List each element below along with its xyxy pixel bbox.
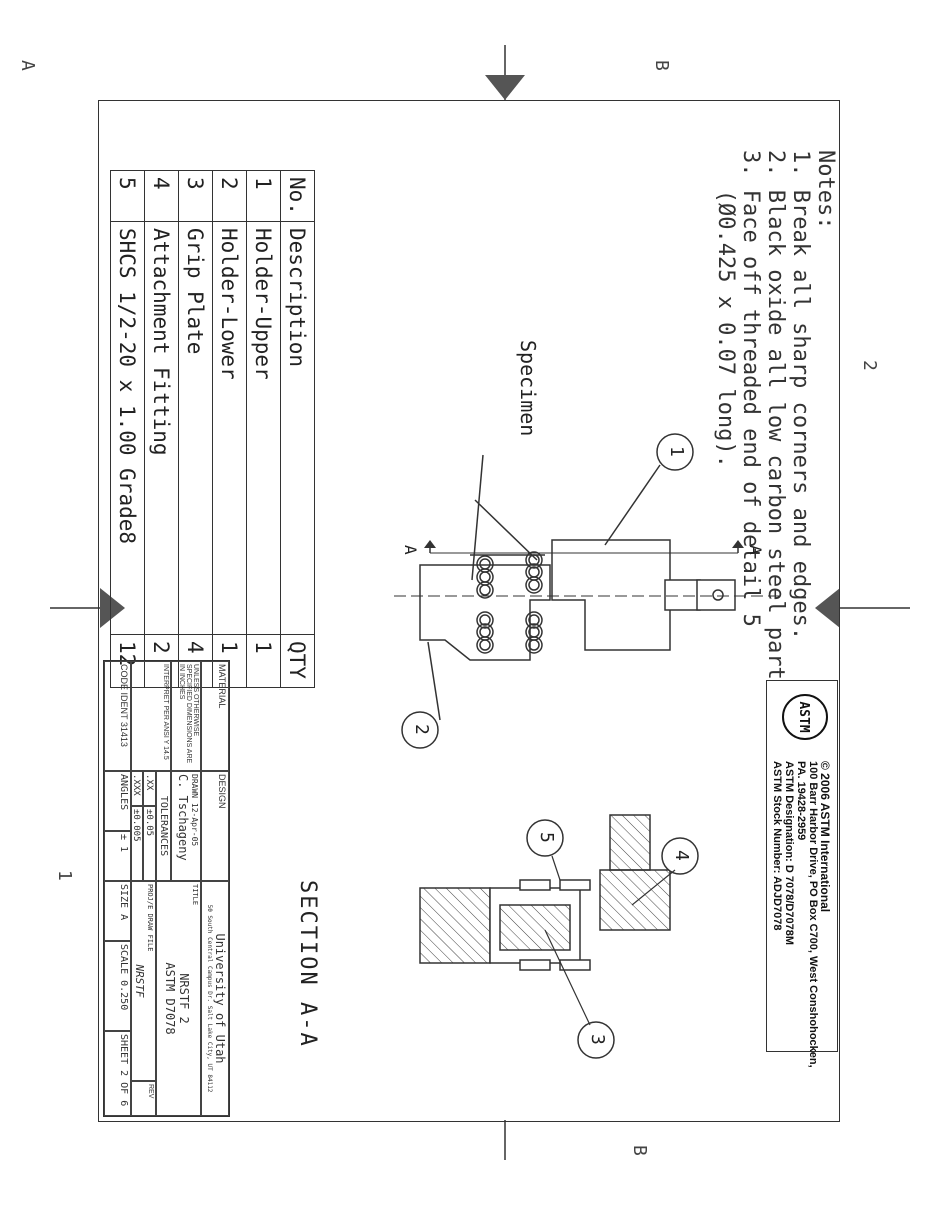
copyright-line-2: 100 Barr Harbor Drive, PO Box C700, West… [807, 761, 819, 1068]
callout-label-5: 5 [536, 832, 557, 843]
callout-4 [661, 837, 699, 875]
interpret-note: INTERPRET PER ANSI Y 14.5 [131, 661, 171, 771]
callout-2 [401, 711, 439, 749]
callout-label-3: 3 [587, 1034, 608, 1045]
copyright-line-3: PA. 19428-2959 [795, 761, 807, 841]
tol-xxx: .XXX [131, 771, 143, 806]
unless-note: UNLESS OTHERWISE SPECIFIED DIMENSIONS AR… [171, 661, 201, 771]
callout-label-4: 4 [671, 850, 692, 861]
material-cell: MATERIAL [201, 661, 229, 771]
sheet-cell: SHEET 2 OF 6 [104, 1031, 131, 1116]
section-title: SECTION A-A [295, 880, 320, 1048]
design-cell: DESIGN [201, 771, 229, 881]
copyright-line-1: © 2006 ASTM International [818, 761, 832, 913]
code-ident: CODE IDENT 31413 [104, 661, 131, 771]
copyright-block: ASTM © 2006 ASTM International 100 Barr … [766, 680, 838, 1068]
callout-5 [526, 819, 564, 857]
tol-xxx-val: ±0.005 [131, 806, 143, 881]
title-block: MATERIAL UNLESS OTHERWISE SPECIFIED DIME… [103, 660, 230, 1117]
logo-text: ASTM [796, 701, 811, 732]
callout-1 [656, 433, 694, 471]
size-cell: SIZE A [104, 881, 131, 941]
angles-label: ANGLES [104, 771, 131, 831]
rev-cell: REV [131, 1081, 156, 1116]
astm-logo-icon: ASTM [782, 694, 828, 740]
scale-cell: SCALE 0.250 [104, 941, 131, 1031]
tolerances-label: TOLERANCES [156, 771, 171, 881]
copyright-line-5: ASTM Stock Number: ADJD7078 [771, 761, 783, 931]
tol-x-val: ±0.05 [143, 806, 156, 881]
angles-val: ± 1 [104, 831, 131, 881]
tol-x: .XX [143, 771, 156, 806]
copyright-line-4: ASTM Designation: D 7078/D7078M [783, 761, 795, 945]
callout-3 [577, 1021, 615, 1059]
